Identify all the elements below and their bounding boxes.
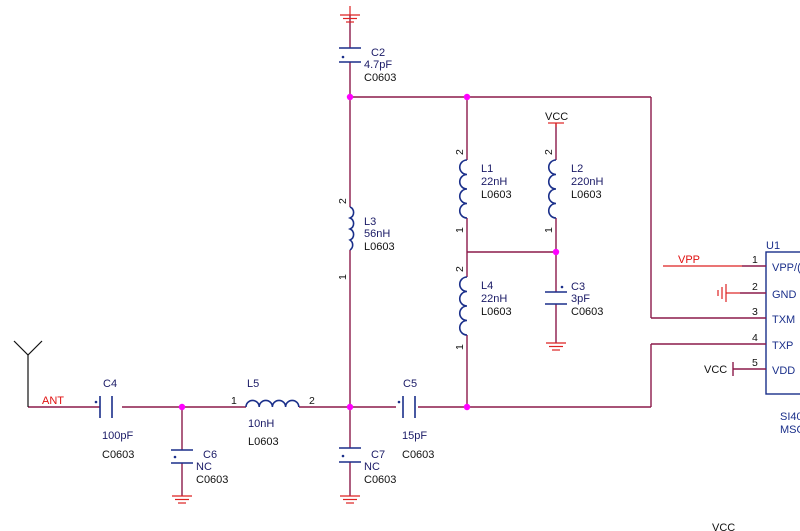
- junction-dot: [346, 93, 354, 101]
- junction-dot: [552, 248, 560, 256]
- net-label-vpp: VPP: [678, 254, 700, 266]
- ground-symbol-u1-gnd: [717, 284, 740, 302]
- u1-part: SI40: [780, 411, 800, 423]
- u1-pin-5-num: 5: [752, 357, 758, 369]
- c5-value: 15pF: [402, 430, 427, 442]
- ground-symbol-c7: [340, 495, 360, 504]
- c7-ref: C7: [371, 449, 385, 461]
- u1-pin-3-name: TXM: [772, 314, 795, 326]
- u1-pin-4-name: TXP: [772, 340, 793, 352]
- inductor-l4: [459, 276, 468, 336]
- vcc-symbol-l2: [548, 122, 564, 127]
- c6-ref: C6: [203, 449, 217, 461]
- u1-pin-2-name: GND: [772, 289, 797, 301]
- inductor-l5: [245, 399, 300, 408]
- u1-package: MSO: [780, 424, 800, 436]
- l1-pin-2: 2: [454, 149, 466, 155]
- l4-footprint: L0603: [481, 306, 512, 318]
- l3-pin-1: 1: [337, 274, 349, 280]
- capacitor-c5: [397, 396, 416, 418]
- l3-pin-2: 2: [337, 198, 349, 204]
- l4-pin-2: 2: [454, 266, 466, 272]
- junction-dots: [178, 93, 560, 411]
- junction-dot: [463, 403, 471, 411]
- capacitor-c4: [94, 396, 113, 418]
- c2-ref: C2: [371, 47, 385, 59]
- inductor-l2: [548, 159, 557, 219]
- l3-footprint: L0603: [364, 241, 395, 253]
- capacitor-c2: [339, 47, 361, 63]
- inductor-l3: [348, 206, 355, 251]
- wires: [28, 15, 742, 496]
- c6-footprint: C0603: [196, 474, 228, 486]
- l5-pin-1: 1: [231, 395, 237, 407]
- u1-pin-4-num: 4: [752, 332, 758, 344]
- u1-ref: U1: [766, 240, 780, 252]
- l2-footprint: L0603: [571, 189, 602, 201]
- net-label-vcc-bottom: VCC: [712, 522, 735, 531]
- c4-ref: C4: [103, 378, 117, 390]
- u1-pin-2-num: 2: [752, 281, 758, 293]
- c3-ref: C3: [571, 281, 585, 293]
- capacitor-c7: [339, 447, 361, 463]
- c2-value: 4.7pF: [364, 59, 392, 71]
- ic-u1-body: [765, 251, 800, 395]
- ground-symbol-c3: [546, 342, 566, 351]
- l2-pin-2: 2: [543, 149, 555, 155]
- l1-value: 22nH: [481, 176, 507, 188]
- l4-ref: L4: [481, 280, 493, 292]
- junction-dot: [346, 403, 354, 411]
- inductor-l1: [459, 159, 468, 219]
- l4-pin-1: 1: [454, 344, 466, 350]
- ic-u1: [663, 251, 800, 395]
- junction-dot: [463, 93, 471, 101]
- c5-ref: C5: [403, 378, 417, 390]
- u1-pin-1-num: 1: [752, 254, 758, 266]
- l4-value: 22nH: [481, 293, 507, 305]
- u1-pin-3-num: 3: [752, 306, 758, 318]
- c7-footprint: C0603: [364, 474, 396, 486]
- capacitor-c6: [171, 449, 193, 464]
- c6-value: NC: [196, 461, 212, 473]
- u1-pin-1-name: VPP/(: [772, 262, 800, 274]
- l2-pin-1: 1: [543, 227, 555, 233]
- u1-pin-5-name: VDD: [772, 365, 795, 377]
- l5-ref: L5: [247, 378, 259, 390]
- l5-value: 10nH: [248, 418, 274, 430]
- c2-footprint: C0603: [364, 72, 396, 84]
- ground-symbol-c2: [340, 6, 360, 23]
- l3-ref: L3: [364, 216, 376, 228]
- ground-symbol-c6: [172, 495, 192, 504]
- net-label-vcc-pin5: VCC: [704, 364, 727, 376]
- l1-ref: L1: [481, 163, 493, 175]
- l5-pin-2: 2: [309, 395, 315, 407]
- l3-value: 56nH: [364, 228, 390, 240]
- l2-ref: L2: [571, 163, 583, 175]
- c4-footprint: C0603: [102, 449, 134, 461]
- capacitor-c3: [545, 285, 567, 305]
- c7-value: NC: [364, 461, 380, 473]
- c5-footprint: C0603: [402, 449, 434, 461]
- l1-pin-1: 1: [454, 227, 466, 233]
- c3-value: 3pF: [571, 293, 590, 305]
- c4-value: 100pF: [102, 430, 133, 442]
- l5-footprint: L0603: [248, 436, 279, 448]
- net-label-ant: ANT: [42, 395, 64, 407]
- l1-footprint: L0603: [481, 189, 512, 201]
- l2-value: 220nH: [571, 176, 603, 188]
- c3-footprint: C0603: [571, 306, 603, 318]
- antenna-symbol: [13, 340, 43, 407]
- net-label-vcc-top: VCC: [545, 111, 568, 123]
- junction-dot: [178, 403, 186, 411]
